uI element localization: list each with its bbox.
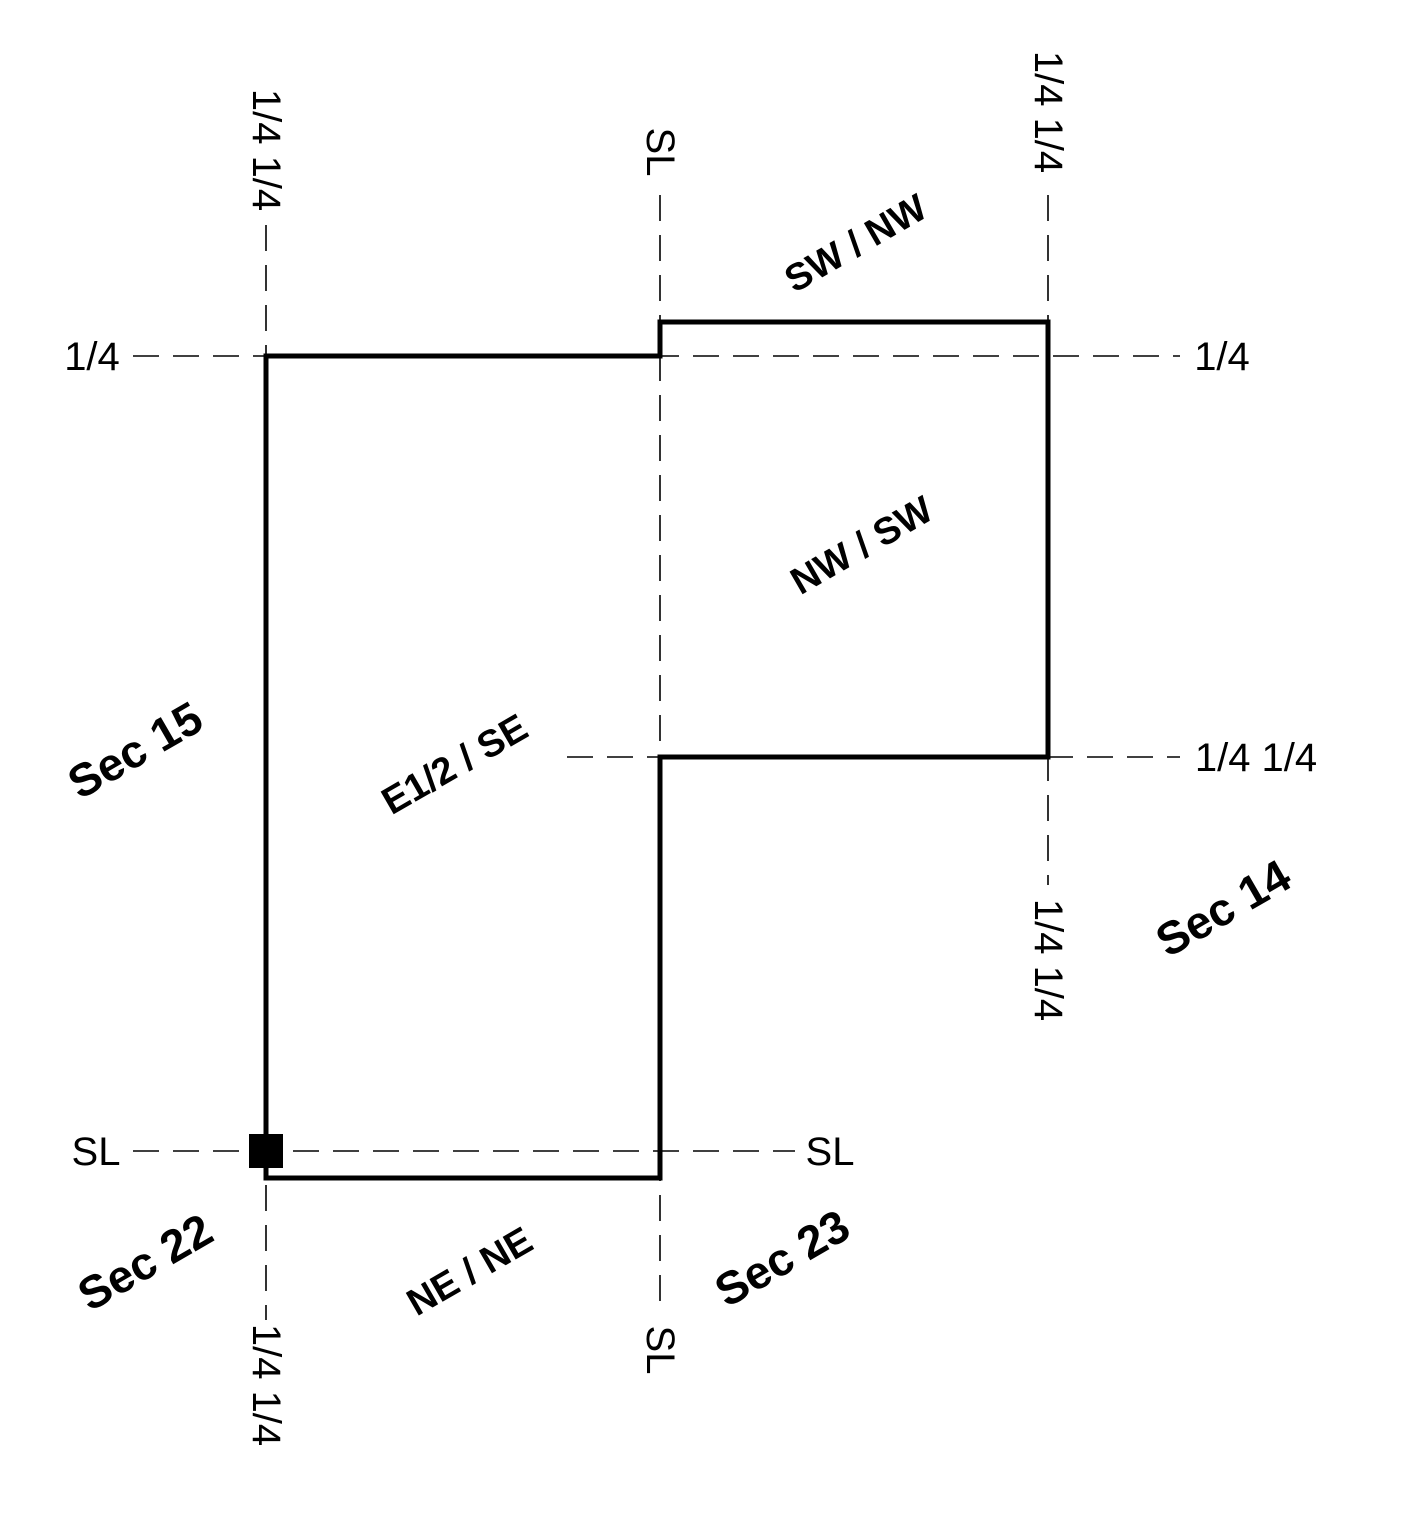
section-label-22: Sec 22 xyxy=(69,1203,221,1321)
label-quarter-quarter-right: 1/4 1/4 xyxy=(1195,736,1317,780)
corner-monument-marker xyxy=(249,1134,283,1168)
section-label-15: Sec 15 xyxy=(59,691,211,809)
tract-label-sw-nw: SW / NW xyxy=(778,187,934,302)
label-section-line-bottom: SL xyxy=(638,1326,682,1375)
line-labels: 1/4 1/4 SL 1/4 1/4 1/4 1/4 1/4 1/4 1/4 1… xyxy=(64,51,1317,1446)
label-section-line-right: SL xyxy=(806,1130,855,1174)
section-label-14: Sec 14 xyxy=(1147,849,1300,967)
label-quarter-left: 1/4 xyxy=(64,335,120,379)
section-labels: Sec 15 Sec 14 Sec 22 Sec 23 xyxy=(59,691,1300,1321)
label-quarter-quarter-right-lower: 1/4 1/4 xyxy=(1026,899,1070,1021)
label-quarter-quarter-top-left: 1/4 1/4 xyxy=(244,89,288,211)
label-section-line-left: SL xyxy=(72,1130,121,1174)
tract-label-ne-ne: NE / NE xyxy=(400,1220,540,1325)
label-quarter-quarter-top-right: 1/4 1/4 xyxy=(1026,51,1070,173)
tract-label-e-half-se: E1/2 / SE xyxy=(375,707,535,824)
section-label-23: Sec 23 xyxy=(706,1199,858,1317)
parcel-boundary xyxy=(263,319,1051,1181)
label-section-line-top: SL xyxy=(638,128,682,177)
label-quarter-quarter-bottom-left: 1/4 1/4 xyxy=(244,1324,288,1446)
label-quarter-right: 1/4 xyxy=(1194,335,1250,379)
tract-label-nw-sw: NW / SW xyxy=(784,489,940,604)
